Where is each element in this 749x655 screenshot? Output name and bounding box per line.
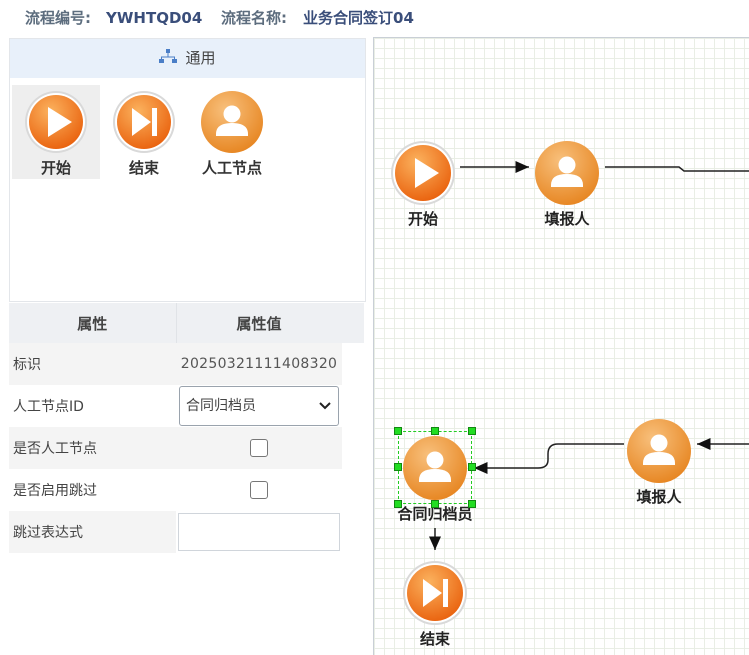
- palette-item-manual-node[interactable]: 人工节点: [188, 85, 276, 179]
- user-icon: [403, 436, 467, 500]
- resize-handle-sw[interactable]: [394, 500, 402, 508]
- resize-handle-nw[interactable]: [394, 427, 402, 435]
- property-name: 是否人工节点: [9, 427, 176, 469]
- flow-name-label: 流程名称:: [221, 9, 287, 27]
- column-header-value: 属性值: [176, 303, 343, 343]
- connector-reporter-next[interactable]: [605, 166, 749, 172]
- table-header-spacer: [342, 303, 364, 343]
- resize-handle-e[interactable]: [468, 463, 476, 471]
- property-name: 是否启用跳过: [13, 483, 97, 499]
- is-manual-node-checkbox[interactable]: [250, 439, 268, 457]
- enable-skip-checkbox[interactable]: [250, 481, 268, 499]
- connector-layer: [429, 161, 749, 550]
- table-row: 是否人工节点: [9, 427, 342, 469]
- node-label: 合同归档员: [397, 505, 473, 523]
- connector-reporter-archivist[interactable]: [474, 443, 624, 474]
- palette-item-end[interactable]: 结束: [100, 85, 188, 179]
- user-icon: [201, 91, 263, 153]
- palette-group-title: 通用: [185, 49, 216, 67]
- property-id-value: 20250321111408320: [180, 356, 338, 372]
- properties-panel: 属性 属性值 标识 20250321111408320 人工节点ID 合同归档员…: [9, 303, 366, 558]
- skip-end-icon: [113, 91, 175, 153]
- skip-expression-input[interactable]: [178, 513, 340, 551]
- palette-item-start[interactable]: 开始: [12, 85, 100, 179]
- node-label: 填报人: [544, 210, 590, 228]
- node-reporter-top[interactable]: 填报人: [522, 140, 612, 229]
- palette-group-general[interactable]: 通用: [10, 39, 365, 78]
- property-name: 人工节点ID: [13, 399, 84, 415]
- play-icon: [25, 91, 87, 153]
- flow-name-value: 业务合同签订04: [303, 9, 414, 27]
- column-header-property: 属性: [9, 303, 177, 343]
- flow-canvas[interactable]: 开始 填报人 填报人: [373, 37, 749, 655]
- resize-handle-se[interactable]: [468, 500, 476, 508]
- select-value: 合同归档员: [186, 398, 256, 414]
- skip-end-icon: [403, 561, 467, 625]
- table-row: 标识 20250321111408320: [9, 343, 342, 385]
- node-archivist[interactable]: 合同归档员: [390, 435, 480, 524]
- resize-handle-w[interactable]: [394, 463, 402, 471]
- property-name: 标识: [9, 343, 176, 385]
- property-name: 跳过表达式: [9, 511, 176, 553]
- flow-code-label: 流程编号:: [25, 9, 91, 27]
- resize-handle-ne[interactable]: [468, 427, 476, 435]
- user-icon: [627, 419, 691, 483]
- palette-item-label: 结束: [128, 159, 159, 177]
- node-label: 结束: [419, 630, 450, 648]
- manual-node-id-select[interactable]: 合同归档员: [179, 386, 339, 426]
- table-row: 人工节点ID 合同归档员: [9, 385, 342, 427]
- flow-code-value: YWHTQD04: [106, 9, 203, 27]
- chevron-down-icon: [319, 387, 331, 441]
- user-icon: [535, 141, 599, 205]
- table-row: 跳过表达式: [9, 511, 342, 553]
- node-start[interactable]: 开始: [378, 140, 468, 229]
- palette-item-label: 人工节点: [201, 159, 262, 177]
- table-row: 是否启用跳过: [9, 469, 342, 511]
- resize-handle-n[interactable]: [431, 427, 439, 435]
- node-reporter-bottom[interactable]: 填报人: [614, 418, 704, 507]
- node-palette: 通用 开始 结束: [9, 38, 366, 302]
- palette-item-label: 开始: [40, 159, 71, 177]
- flow-header: 流程编号: YWHTQD04 流程名称: 业务合同签订04: [0, 0, 749, 36]
- resize-handle-s[interactable]: [431, 500, 439, 508]
- node-end[interactable]: 结束: [390, 560, 480, 649]
- hierarchy-icon: [159, 39, 178, 78]
- node-label: 开始: [407, 210, 438, 228]
- node-label: 填报人: [636, 488, 682, 506]
- play-icon: [391, 141, 455, 205]
- properties-table: 属性 属性值 标识 20250321111408320 人工节点ID 合同归档员…: [9, 303, 343, 553]
